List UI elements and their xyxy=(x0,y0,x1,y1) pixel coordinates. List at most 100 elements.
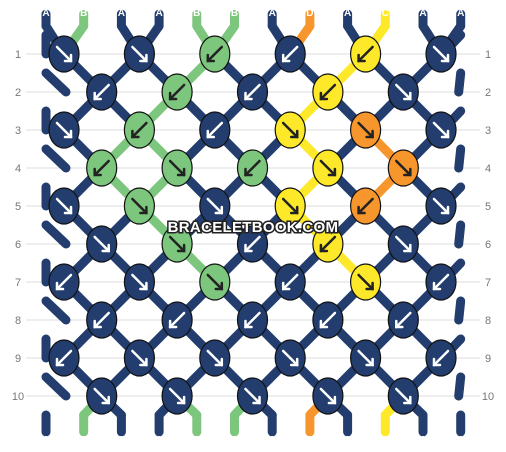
knot xyxy=(48,35,80,73)
knot-arrowhead xyxy=(168,319,178,329)
knot-arrow-sw-icon xyxy=(395,311,412,329)
knot-arrow-se-icon xyxy=(357,121,374,139)
row-label-left: 10 xyxy=(12,391,24,403)
knot-arrowhead xyxy=(440,53,450,63)
knot-arrow-sw-icon xyxy=(357,197,374,215)
knot xyxy=(86,225,118,263)
knot xyxy=(48,263,80,301)
knot-arrowhead xyxy=(281,281,291,291)
knot xyxy=(274,111,306,149)
knot-arrowhead xyxy=(357,53,366,63)
knot xyxy=(274,187,306,225)
knot-arrowhead xyxy=(403,167,412,177)
row-label-right: 1 xyxy=(485,49,491,61)
knot-arrow-sw-icon xyxy=(244,235,261,253)
knot-arrow-se-icon xyxy=(319,159,337,177)
row-label-left: 8 xyxy=(15,315,21,327)
knot-arrowhead xyxy=(440,129,450,139)
knot-arrowhead xyxy=(289,357,299,367)
knot xyxy=(312,149,344,187)
knot-arrowhead xyxy=(206,53,216,63)
row-label-right: 8 xyxy=(485,315,491,327)
knot-arrow-se-icon xyxy=(93,235,110,253)
knot xyxy=(48,187,80,225)
knot-arrowhead xyxy=(244,319,253,329)
knot-arrow-sw-icon xyxy=(319,311,337,329)
knot-arrow-se-icon xyxy=(395,159,412,177)
knot-arrow-se-icon xyxy=(55,45,73,63)
knot-arrow-se-icon xyxy=(55,197,73,215)
knot-arrowhead xyxy=(365,129,374,139)
knot xyxy=(123,111,155,149)
edge-thread xyxy=(41,372,71,401)
strand-letter: A xyxy=(118,8,125,19)
knot-arrow-sw-icon xyxy=(244,159,261,177)
knot xyxy=(161,225,193,263)
knot-arrowhead xyxy=(101,243,110,253)
row-label-right: 2 xyxy=(485,87,491,99)
knot xyxy=(387,301,419,339)
knot-arrowhead xyxy=(214,281,224,291)
knot xyxy=(199,263,231,301)
knot xyxy=(161,377,193,415)
knot-arrowhead xyxy=(93,167,102,177)
strand-letter: A xyxy=(344,8,351,19)
strand-letter: A xyxy=(419,435,426,446)
knot-arrowhead xyxy=(93,91,102,101)
knot-arrow-se-icon xyxy=(281,197,299,215)
strand-letter: B xyxy=(193,8,200,19)
knot-arrow-se-icon xyxy=(168,387,186,405)
strand-letter: A xyxy=(344,435,351,446)
knot-arrow-se-icon xyxy=(319,387,337,405)
row-label-right: 7 xyxy=(485,277,491,289)
knot-arrowhead xyxy=(176,395,186,405)
strand-letter: B xyxy=(193,435,200,446)
row-label-right: 6 xyxy=(485,239,491,251)
knot xyxy=(236,301,269,339)
knot xyxy=(387,73,419,111)
knot xyxy=(350,111,382,149)
knot xyxy=(123,339,155,377)
knot xyxy=(199,187,231,225)
knot-arrow-sw-icon xyxy=(168,311,186,329)
knot-arrowhead xyxy=(365,281,374,291)
knot-arrowhead xyxy=(168,91,178,101)
strand-letter: D xyxy=(306,8,313,19)
strand-letter: A xyxy=(457,8,464,19)
knot-arrowhead xyxy=(214,357,224,367)
knot-arrow-sw-icon xyxy=(206,121,224,139)
knot xyxy=(236,377,269,415)
edge-thread xyxy=(454,296,466,325)
strand-letter: A xyxy=(457,435,464,446)
knot-arrow-sw-icon xyxy=(93,83,110,101)
knot-arrow-se-icon xyxy=(281,349,299,367)
knot xyxy=(86,73,118,111)
knot-arrow-se-icon xyxy=(395,235,412,253)
knot-arrow-sw-icon xyxy=(281,273,299,291)
knot-arrowhead xyxy=(55,281,65,291)
knot-arrowhead xyxy=(365,357,374,367)
knot-arrowhead xyxy=(252,395,261,405)
row-label-right: 5 xyxy=(485,201,491,213)
knot-arrow-sw-icon xyxy=(432,349,450,367)
edge-thread xyxy=(454,68,466,97)
strand-letter: A xyxy=(155,8,162,19)
strand-letter: A xyxy=(42,435,49,446)
knot-arrow-sw-icon xyxy=(55,349,73,367)
knot-arrowhead xyxy=(319,243,329,253)
knot xyxy=(425,187,457,225)
knot-arrow-sw-icon xyxy=(131,121,148,139)
knot-arrow-sw-icon xyxy=(244,83,261,101)
knot-arrow-se-icon xyxy=(206,273,224,291)
knot-arrow-sw-icon xyxy=(93,159,110,177)
knot xyxy=(86,149,118,187)
edge-thread xyxy=(41,220,71,249)
knot xyxy=(199,339,231,377)
knot-arrow-se-icon xyxy=(432,197,450,215)
knot-arrow-sw-icon xyxy=(168,83,186,101)
knot xyxy=(236,225,269,263)
knot xyxy=(387,149,419,187)
edge-thread xyxy=(41,144,71,173)
strand-letter: C xyxy=(382,435,389,446)
